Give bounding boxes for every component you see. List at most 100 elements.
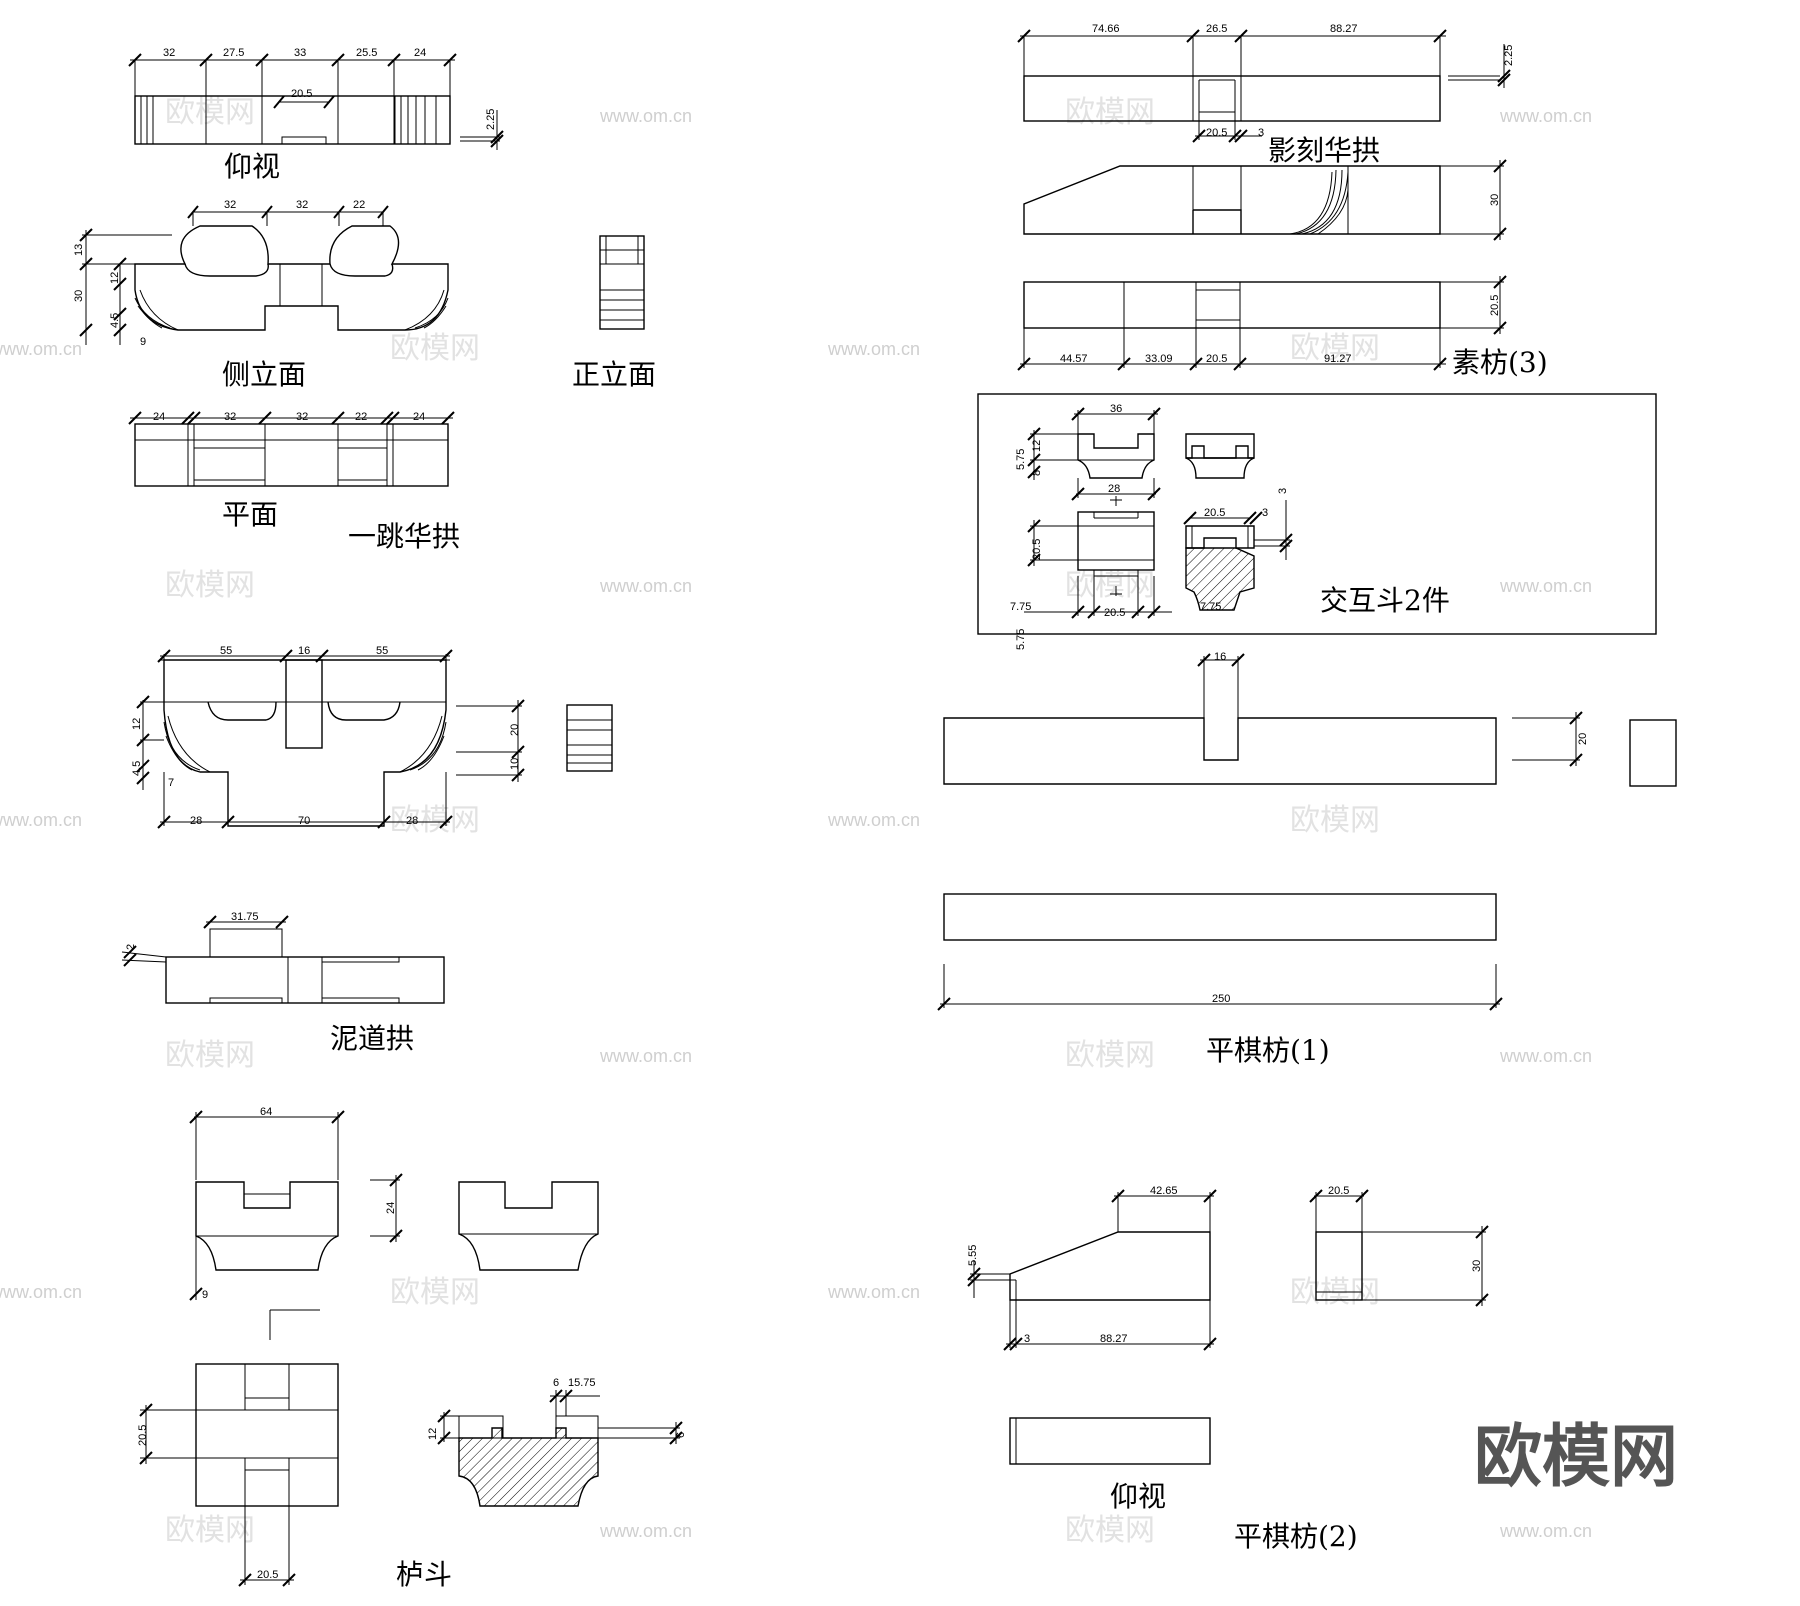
dim-label: 4.5 [131, 761, 143, 776]
dim-label: 22 [353, 199, 365, 211]
dim-label: 6 [553, 1377, 559, 1389]
watermark-url: www.om.cn [0, 339, 82, 359]
label-front-elevation: 正立面 [572, 358, 656, 391]
dim-label: 20.5 [1206, 127, 1227, 139]
dim-label: 74.66 [1092, 23, 1120, 35]
watermark-cn: 欧模网 [390, 1275, 480, 1310]
dim-label: 31.75 [231, 911, 259, 923]
dim-label: 20.5 [257, 1569, 278, 1581]
dim-label: 12 [109, 272, 121, 284]
dim-label: 20.5 [291, 88, 312, 100]
dim-label: 24 [153, 411, 165, 423]
label-jiaohudou: 交互斗2件 [1320, 584, 1450, 617]
huagong-front-elevation [599, 235, 645, 330]
watermark-cn: 欧模网 [165, 1038, 255, 1073]
dim-label: 30 [1471, 1260, 1483, 1272]
watermark-cn: 欧模网 [1065, 1038, 1155, 1073]
dim-label: 12 [131, 718, 143, 730]
dim-label: 32 [224, 411, 236, 423]
dim-label: 36 [1110, 403, 1122, 415]
dim-label: 250 [1212, 993, 1230, 1005]
dim-label: 30 [1489, 194, 1501, 206]
dim-label: 20 [1577, 733, 1589, 745]
dim-label: 32 [296, 199, 308, 211]
pingqifang-2: 42.65 5.55 3 88.27 20.5 30 [967, 1185, 1489, 1465]
watermark-url: www.om.cn [827, 810, 920, 830]
dim-label: 16 [1214, 651, 1226, 663]
dim-label: 28 [190, 815, 202, 827]
ludou-views: 64 24 9 20.5 20.5 [137, 1106, 599, 1587]
label-side-elevation: 侧立面 [222, 358, 306, 391]
watermark-url: www.om.cn [599, 1046, 692, 1066]
jiaohudou-frame: 36 5.75 12 8 28 20.5 [977, 393, 1657, 650]
dim-label: 5.55 [967, 1245, 979, 1266]
dim-label: 20.5 [137, 1425, 149, 1446]
pingqifang-1: 16 20 250 [937, 651, 1677, 1011]
label-sufang: 素枋(3) [1452, 346, 1548, 379]
dim-label: 70 [298, 815, 310, 827]
watermark-url: www.om.cn [0, 1282, 82, 1302]
dim-label: 42.65 [1150, 1185, 1178, 1197]
dim-label: 4.5 [109, 313, 121, 328]
dim-label: 7.75 [1010, 601, 1031, 613]
sufang: 20.5 44.57 33.09 20.5 91.27 [1017, 275, 1507, 371]
dim-label: 22 [355, 411, 367, 423]
label-yingke-huagong: 影刻华拱 [1268, 134, 1380, 167]
watermark-cn: 欧模网 [390, 803, 480, 838]
dim-label: 20 [509, 724, 521, 736]
dim-label: 5.75 [1015, 449, 1027, 470]
watermark-cn: 欧模网 [1065, 568, 1155, 603]
label-bottom-view-2: 仰视 [1110, 1480, 1166, 1513]
dim-label: 9 [140, 336, 146, 348]
dim-label: 32 [163, 47, 175, 59]
dim-label: 64 [260, 1106, 272, 1118]
watermark-url: www.om.cn [1499, 576, 1592, 596]
gong-front-elevation [566, 704, 613, 772]
dim-label: 3 [1262, 507, 1268, 519]
watermark-cn: 欧模网 [1290, 803, 1380, 838]
dim-label: 20.5 [1489, 295, 1501, 316]
label-yitiao-huagong: 一跳华拱 [348, 520, 460, 553]
dim-label: 3 [1258, 127, 1264, 139]
dim-label: 44.57 [1060, 353, 1088, 365]
dim-label: 10 [509, 758, 521, 770]
dim-label: 9 [202, 1289, 208, 1301]
dim-label: 2.25 [1503, 45, 1515, 66]
dim-label: 20.5 [1206, 353, 1227, 365]
dim-label: 13 [73, 244, 85, 256]
dim-label: 16 [298, 645, 310, 657]
dim-label: 5.75 [1015, 629, 1027, 650]
watermark-url: www.om.cn [599, 1521, 692, 1541]
label-bottom-view: 仰视 [224, 150, 280, 183]
dim-label: 32 [224, 199, 236, 211]
watermark-layer: 欧模网 www.om.cn 欧模网 www.om.cn www.om.cn 欧模… [0, 95, 1592, 1548]
watermark-cn: 欧模网 [165, 568, 255, 603]
nidao-gong-plan: 31.75 2 [121, 911, 445, 1004]
dim-label: 20.5 [1104, 607, 1125, 619]
watermark-url: www.om.cn [0, 810, 82, 830]
dim-label: 20.5 [1204, 507, 1225, 519]
huagong-plan: 24 32 32 22 24 [128, 411, 455, 487]
dim-label: 30 [73, 290, 85, 302]
label-ludou: 栌斗 [396, 1558, 452, 1591]
dim-label: 26.5 [1206, 23, 1227, 35]
dim-label: 28 [406, 815, 418, 827]
dim-label: 24 [414, 47, 426, 59]
watermark-cn: 欧模网 [390, 331, 480, 366]
dim-label: 2.25 [485, 109, 497, 130]
watermark-url: www.om.cn [827, 1282, 920, 1302]
dim-label: 3 [1024, 1333, 1030, 1345]
huagong-bottom-view: 32 27.5 33 25.5 24 20.5 2.25 [128, 47, 504, 150]
watermark-cn: 欧模网 [165, 95, 255, 130]
label-nidao-gong: 泥道拱 [330, 1022, 414, 1055]
dim-label: 33 [294, 47, 306, 59]
huagong-side-elevation: 32 32 22 13 12 30 4.5 9 [73, 199, 449, 348]
dim-label: 55 [376, 645, 388, 657]
dim-label: 2 [125, 944, 137, 950]
dim-label: 91.27 [1324, 353, 1352, 365]
dim-label: 12 [427, 1428, 439, 1440]
dim-label: 6 [675, 1432, 687, 1438]
watermark-url: www.om.cn [1499, 1521, 1592, 1541]
dim-label: 27.5 [223, 47, 244, 59]
